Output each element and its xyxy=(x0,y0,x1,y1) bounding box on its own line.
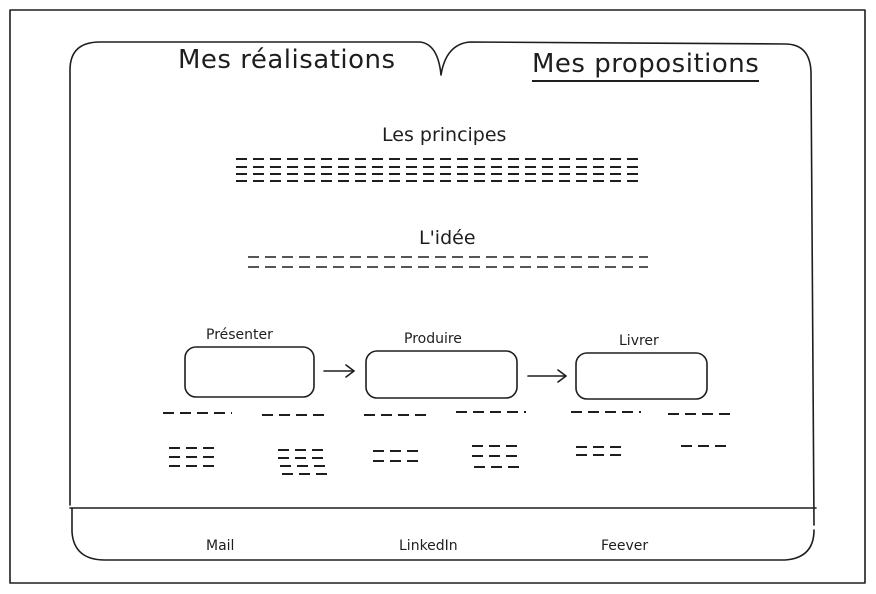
outer-border xyxy=(9,9,866,584)
footer-link-feever[interactable]: Feever xyxy=(601,538,649,554)
step-box-produire[interactable] xyxy=(365,350,518,399)
footer-link-linkedin[interactable]: LinkedIn xyxy=(399,538,458,554)
step-label-presenter: Présenter xyxy=(206,327,273,343)
footer-outline xyxy=(71,507,815,561)
idea-heading: L'idée xyxy=(419,227,476,249)
step-box-presenter[interactable] xyxy=(184,346,315,398)
step-label-livrer: Livrer xyxy=(619,333,659,349)
footer-link-mail[interactable]: Mail xyxy=(206,538,235,554)
step-box-livrer[interactable] xyxy=(575,352,708,400)
principles-heading: Les principes xyxy=(382,124,507,146)
tab-mes-realisations[interactable]: Mes réalisations xyxy=(178,45,396,75)
card-outline xyxy=(69,41,815,526)
arrow-right-icon xyxy=(323,364,355,378)
arrow-right-icon xyxy=(527,369,567,383)
placeholder-text-lines xyxy=(163,158,732,475)
tab-mes-propositions[interactable]: Mes propositions xyxy=(532,49,760,82)
step-label-produire: Produire xyxy=(404,331,462,347)
